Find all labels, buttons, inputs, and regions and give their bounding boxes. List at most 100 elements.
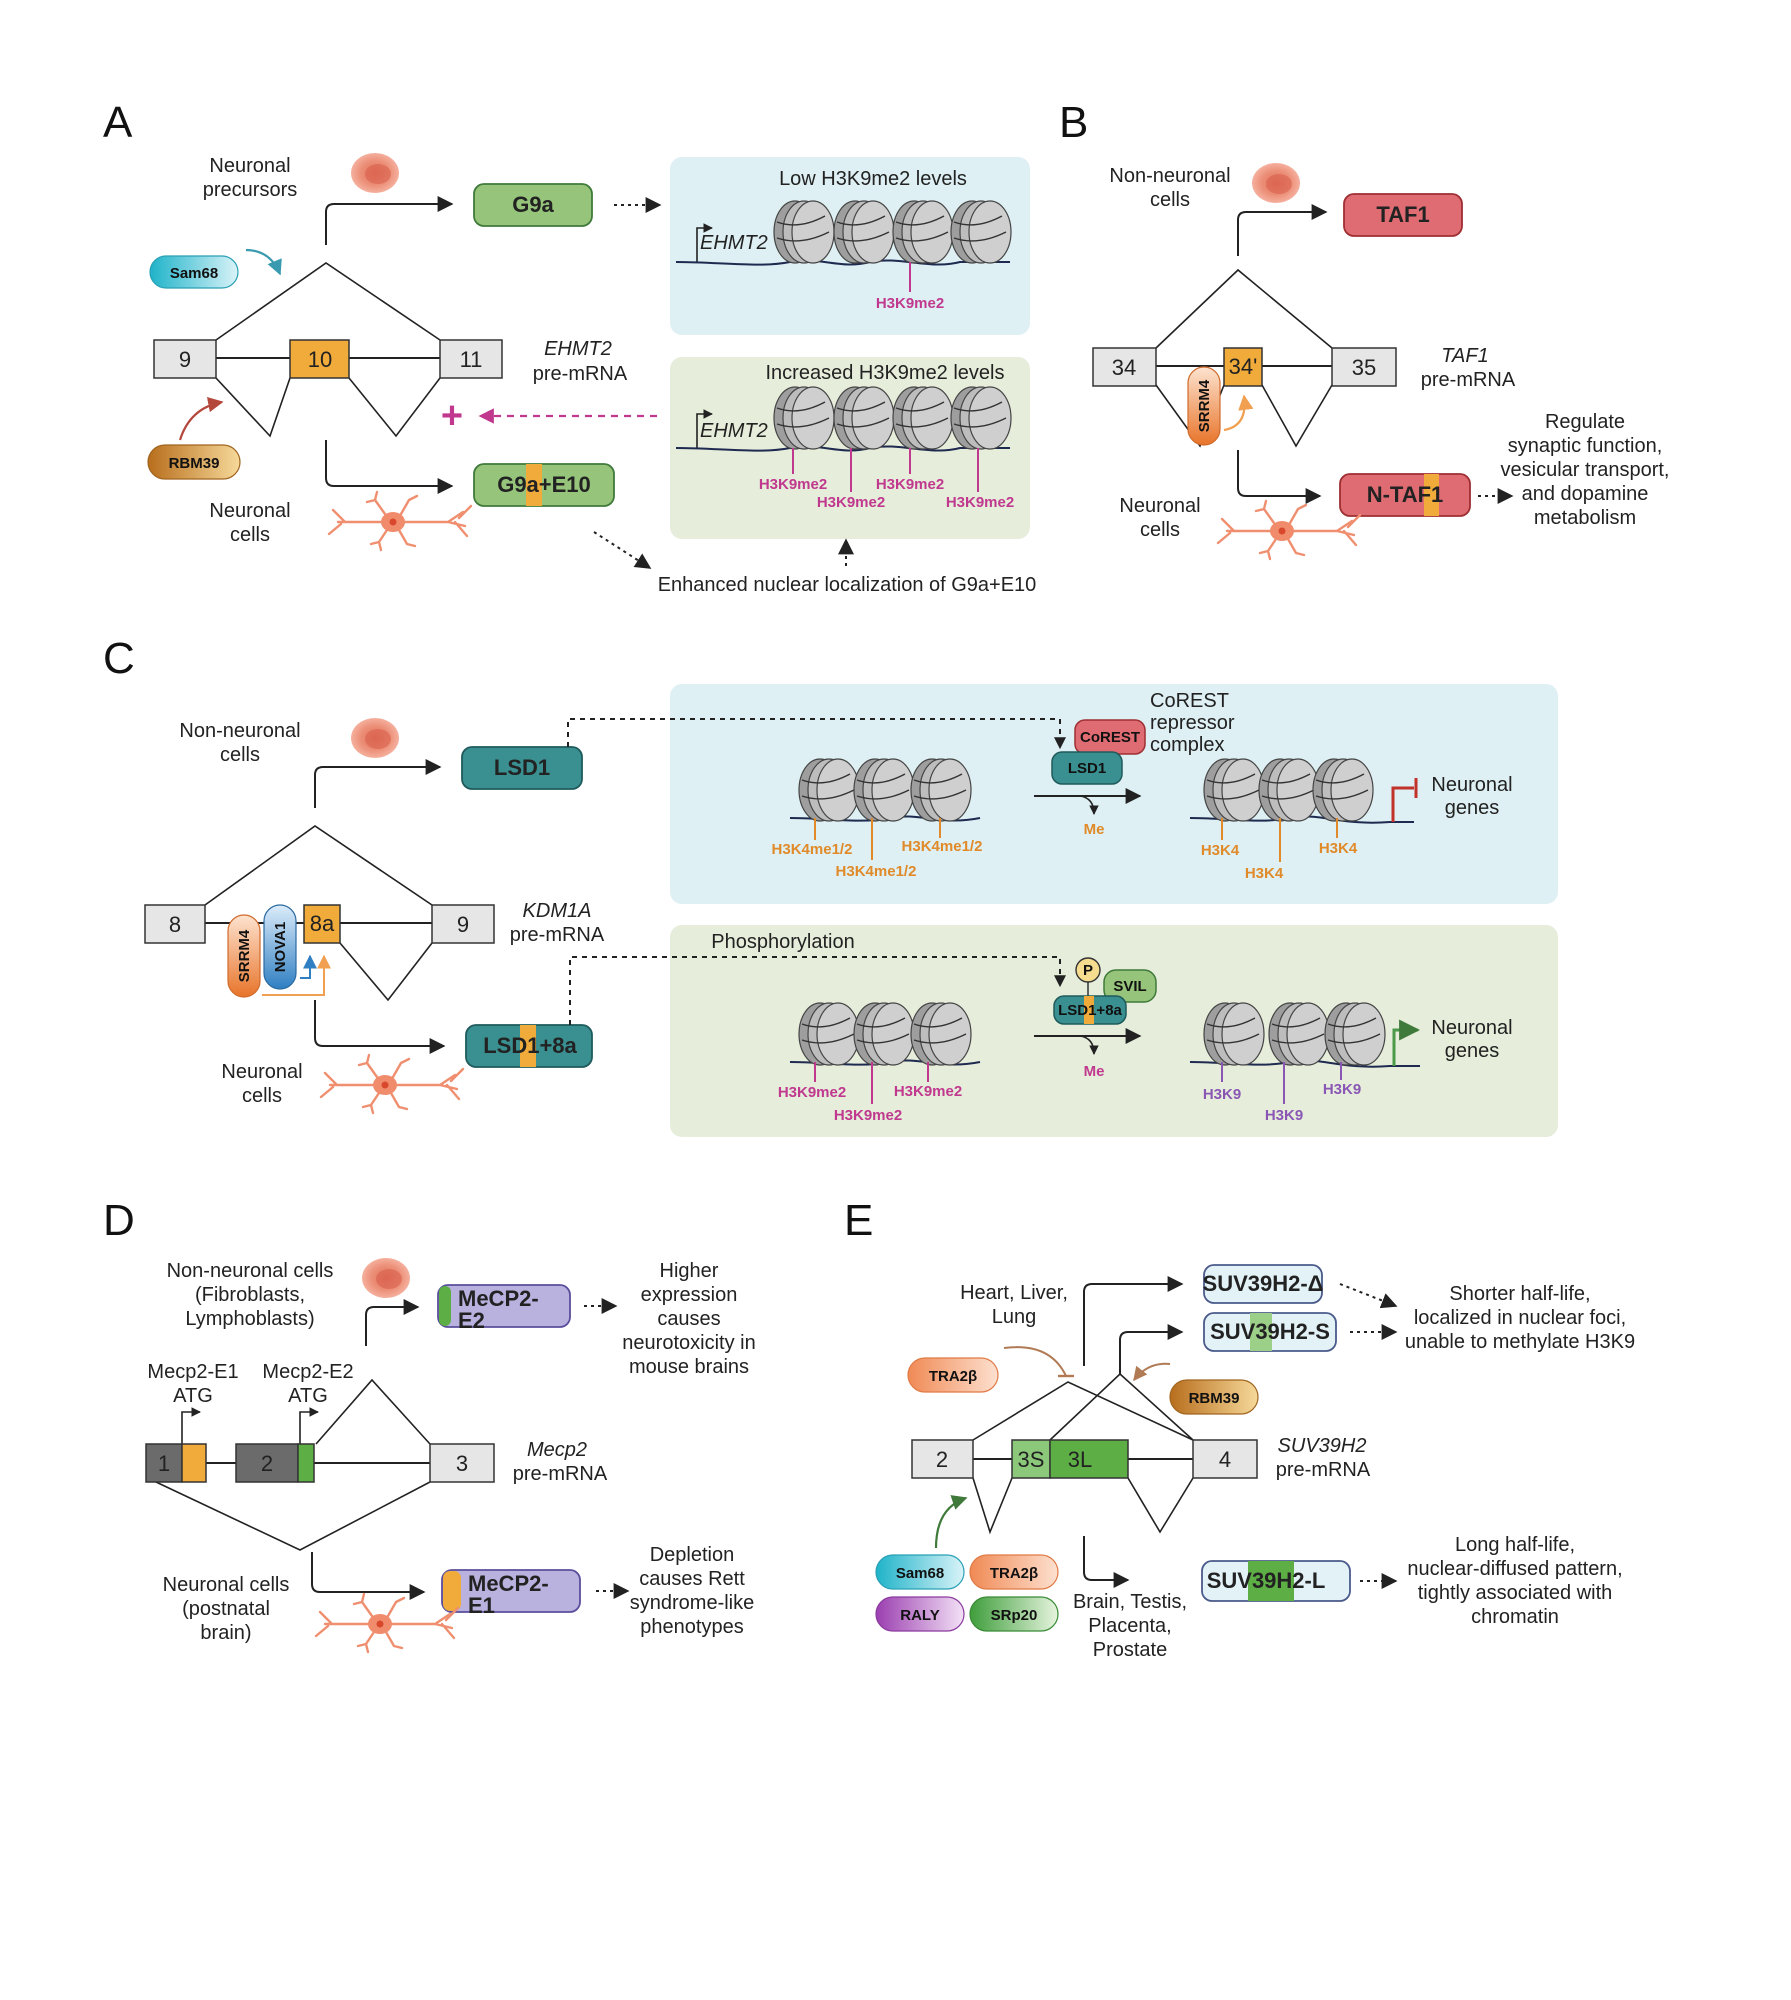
higher-line-4: neurotoxicity in — [622, 1332, 755, 1354]
dashed-arrow-lsd1 — [567, 718, 1066, 750]
label-neuronal-cells-a-2: cells — [230, 524, 270, 546]
non-neuronal-cell-icon-d — [362, 1258, 410, 1298]
tra2b-label-top: TRA2β — [929, 1368, 977, 1385]
include-line-e-left — [972, 1477, 1013, 1535]
h3k4me-mark-2: H3K4me1/2 — [836, 863, 917, 880]
suv-l-exon-band — [1248, 1561, 1294, 1601]
mecp2-e2-box — [437, 1284, 571, 1328]
nucleosome-c1-2 — [853, 758, 915, 822]
include-line-left — [215, 377, 291, 438]
e2-atg-2: ATG — [288, 1385, 328, 1407]
suv-s-exon-band — [1250, 1313, 1272, 1351]
exon-1-orf — [181, 1443, 207, 1483]
nucleosome-high-3 — [892, 386, 954, 450]
gene-ehmt2: EHMT2 — [544, 338, 612, 360]
label-neuronal-c-2: cells — [242, 1085, 282, 1107]
premrna-e: pre-mRNA — [1276, 1459, 1371, 1481]
gene-mecp2: Mecp2 — [527, 1439, 587, 1461]
nucleosome-c2-2 — [1258, 758, 1320, 822]
skip-line-c — [204, 825, 433, 906]
neuronal-genes-c2-2: genes — [1445, 1040, 1500, 1062]
label-neuronal-precursors-2: precursors — [203, 179, 297, 201]
long-line-4: chromatin — [1471, 1606, 1559, 1628]
skip-line-b — [1155, 268, 1333, 349]
nucleosome-c3-3 — [910, 1002, 972, 1066]
e2-atg-arrow — [299, 1407, 319, 1444]
nucleosome-c4-3 — [1324, 1002, 1386, 1066]
nucleosome-c3-1 — [798, 1002, 860, 1066]
tra2b-inhibit-arc — [1003, 1346, 1067, 1377]
tra2b-label-bottom: TRA2β — [990, 1565, 1038, 1582]
higher-line-2: expression — [641, 1284, 738, 1306]
me-release-arrow — [1079, 795, 1099, 815]
exon-3s — [1011, 1439, 1051, 1479]
neuron-icon-c — [319, 1053, 465, 1115]
exon-8a-label: 8a — [310, 911, 335, 936]
exon-9 — [153, 339, 217, 379]
g9a-e10-label: G9a+E10 — [497, 472, 591, 497]
h3k4me-mark-3: H3K4me1/2 — [902, 838, 983, 855]
exon-1-label: 1 — [158, 1451, 170, 1476]
sam68-label: Sam68 — [170, 265, 218, 282]
exon-3 — [429, 1443, 495, 1483]
nucleosome-c2-3 — [1312, 758, 1374, 822]
h3k9me2-mark-low: H3K9me2 — [876, 295, 944, 312]
rbm39-label: RBM39 — [169, 455, 220, 472]
non-neuronal-cell-icon — [351, 153, 399, 193]
long-line-3: tightly associated with — [1418, 1582, 1613, 1604]
corest-pill-label: CoREST — [1080, 729, 1140, 746]
hll-line-2: Lung — [992, 1306, 1037, 1328]
exon-9-label: 9 — [179, 347, 191, 372]
label-neuronal-precursors-1: Neuronal — [209, 155, 290, 177]
hll-line-1: Heart, Liver, — [960, 1282, 1068, 1304]
neuronal-genes-c1-1: Neuronal — [1431, 774, 1512, 796]
arrow-to-lsd1 — [314, 759, 442, 808]
panel-d-label: D — [103, 1196, 135, 1245]
panel-a: A Neuronal precursors Sam68 9 10 11 EHMT… — [103, 98, 1036, 596]
arrow-to-s — [1119, 1324, 1184, 1374]
g9a-e10-box — [473, 463, 615, 507]
e1-atg-1: Mecp2-E1 — [147, 1361, 238, 1383]
gene-suv39h2: SUV39H2 — [1278, 1435, 1367, 1457]
mecp2-e1-label-1: MeCP2- — [468, 1571, 549, 1596]
tra2b-pill-bottom — [969, 1554, 1059, 1590]
nucleosome-low-1 — [773, 200, 835, 264]
label-nonneuronal-d-3: Lymphoblasts) — [185, 1308, 314, 1330]
panel-b-label: B — [1059, 98, 1088, 147]
ntaf1-exon-band — [1424, 474, 1439, 516]
arrow-to-taf1 — [1237, 204, 1328, 256]
phospho-label: P — [1083, 962, 1093, 979]
exon-2 — [235, 1443, 299, 1483]
sam68-pill-e — [875, 1554, 965, 1590]
label-neuronal-c-1: Neuronal — [221, 1061, 302, 1083]
e1-atg-2: ATG — [173, 1385, 213, 1407]
promoter-ehmt2-high: EHMT2 — [700, 420, 768, 442]
func-line-3: vesicular transport, — [1501, 459, 1670, 481]
e1-atg-arrow — [181, 1407, 201, 1444]
dotted-arrow-delta — [1339, 1283, 1398, 1309]
exon-8-label: 8 — [169, 912, 181, 937]
lsd1-8a-label: LSD1+8a — [483, 1033, 577, 1058]
suv-delta-box — [1203, 1264, 1323, 1304]
suv-delta-label: SUV39H2-Δ — [1203, 1271, 1324, 1296]
exon-11-label: 11 — [460, 347, 483, 372]
neuronal-genes-c2-1: Neuronal — [1431, 1017, 1512, 1039]
nucleosome-c1-1 — [798, 758, 860, 822]
corest-line-3: complex — [1150, 734, 1224, 756]
h3k4me-mark-1: H3K4me1/2 — [772, 841, 853, 858]
mecp2-e1-label-2: E1 — [468, 1593, 495, 1618]
gene-kdm1a: KDM1A — [523, 900, 592, 922]
srp20-pill — [969, 1596, 1059, 1632]
srrm4-label-b: SRRM4 — [1196, 379, 1213, 432]
lsd1-8a-pill-label: LSD1+8a — [1058, 1002, 1122, 1019]
h3k4-mark-1: H3K4 — [1201, 842, 1240, 859]
skip-line-e — [972, 1381, 1194, 1441]
suv-s-label: SUV39H2-S — [1210, 1319, 1330, 1344]
brain-line-2: Placenta, — [1088, 1615, 1171, 1637]
srrm4-label-c: SRRM4 — [236, 929, 253, 982]
rbm39-pill — [147, 444, 241, 480]
h3k9me2-c-mark-2: H3K9me2 — [834, 1107, 902, 1124]
sam68-arrow — [245, 248, 282, 276]
rbm39-label-e: RBM39 — [1189, 1390, 1240, 1407]
phosphorylation-box — [670, 925, 1558, 1137]
